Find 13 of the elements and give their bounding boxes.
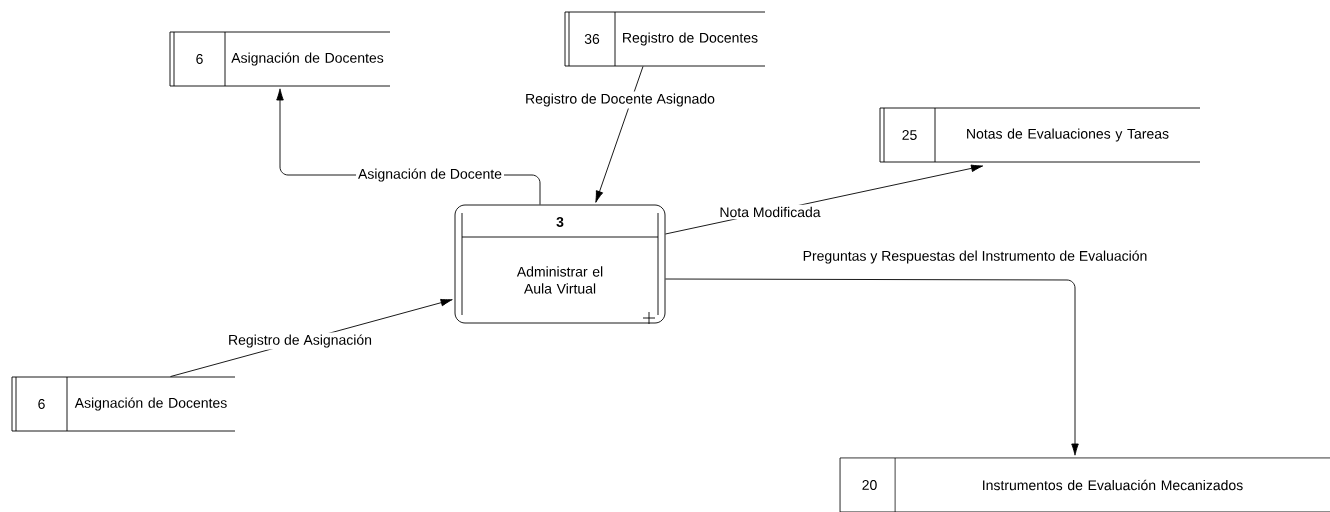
data-store: 36 Registro de Docentes bbox=[564, 11, 766, 67]
arrow bbox=[665, 278, 1079, 456]
data-store: 6 Asignación de Docentes bbox=[11, 376, 236, 432]
data-store: 6 Asignación de Docentes bbox=[169, 31, 391, 87]
edge-label: Asignación de Docente bbox=[356, 166, 504, 184]
edge-label: Nota Modificada bbox=[717, 204, 823, 220]
edge-label: Preguntas y Respuestas del Instrumento de Evaluación bbox=[800, 248, 1150, 266]
data-store: 25 Notas de Evaluaciones y Tareas bbox=[879, 107, 1201, 163]
edge-label: Registro de Docente Asignado bbox=[523, 91, 717, 109]
data-store: 20 Instrumentos de Evaluación Mecanizados bbox=[839, 457, 1330, 512]
edge-label: Registro de Asignación bbox=[226, 332, 374, 350]
arrow bbox=[595, 66, 644, 203]
process-box: 3 Administrar el Aula Virtual bbox=[454, 204, 666, 325]
